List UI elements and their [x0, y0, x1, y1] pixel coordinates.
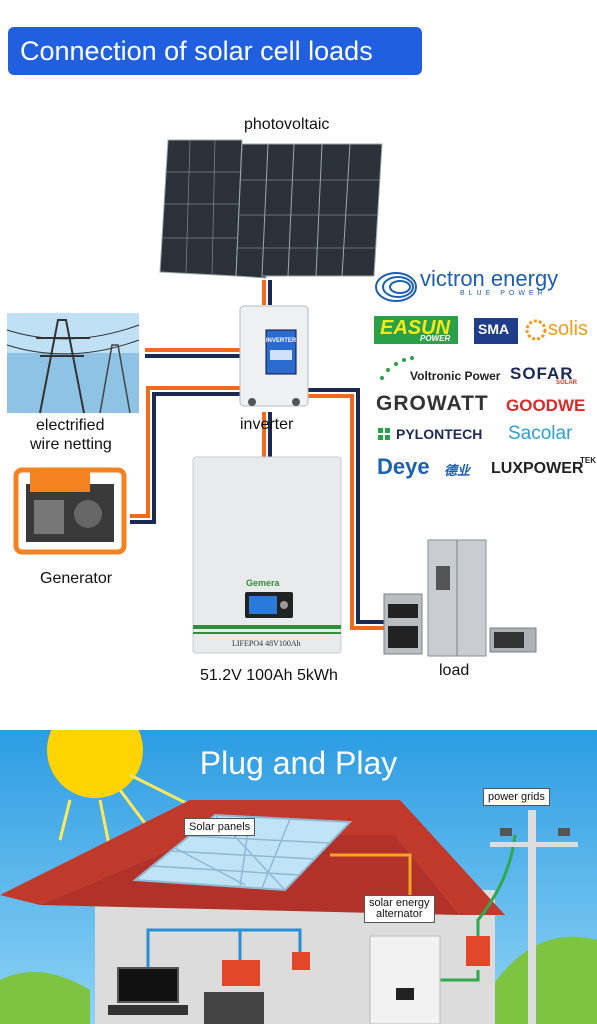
luxpower-sup-text: TEK	[580, 456, 596, 465]
generator-label: Generator	[40, 570, 113, 587]
generator-image	[13, 467, 127, 555]
deye-cn-text: 德业	[444, 463, 471, 478]
easun-logo-box	[374, 316, 458, 344]
luxpower-logo: LUXPOWER	[491, 460, 584, 477]
battery-plate-label: LIFEPO4 48V100Ah	[232, 639, 301, 648]
easun-logo: EASUN	[380, 317, 451, 339]
pylontech-logo-icon	[378, 428, 390, 440]
inverter-label: inverter	[240, 416, 294, 433]
scene-battery	[369, 935, 441, 1024]
connection-diagram	[6, 139, 547, 657]
sma-logo-box	[474, 318, 518, 344]
solis-sun-icon	[525, 319, 547, 341]
scene-computer	[222, 960, 260, 986]
load-label: load	[439, 662, 470, 679]
battery-spec-label: 51.2V 100Ah 5kWh	[200, 667, 338, 684]
power-pole	[490, 810, 578, 1024]
solis-logo: solis	[548, 318, 589, 340]
sofar-logo: SOFAR	[510, 364, 574, 383]
title-banner: Connection of solar cell loads	[8, 27, 422, 75]
grid-label-line1: electrified	[36, 417, 105, 434]
battery-unit	[192, 456, 342, 654]
battery-brand-label: Gemera	[246, 578, 280, 588]
victron-logo-icon	[375, 272, 417, 302]
voltronic-logo-icon	[380, 356, 414, 380]
wall-outlet	[292, 952, 310, 970]
appliance-group	[383, 539, 537, 657]
roof-solar-panel	[132, 813, 353, 892]
easun-sub-text: POWER	[420, 334, 451, 343]
goodwe-logo: GOODWE	[506, 396, 586, 415]
house-roof	[0, 800, 505, 915]
victron-logo: victron energy	[420, 266, 559, 291]
inverter-unit	[239, 305, 309, 407]
photovoltaic-label: photovoltaic	[244, 116, 330, 133]
alternator-line2: alternator	[376, 908, 423, 920]
victron-sub-text: BLUE POWER	[460, 290, 547, 297]
solar-panel-array	[159, 139, 383, 279]
wires	[130, 280, 384, 630]
sacolar-logo: Sacolar	[508, 423, 573, 444]
plug-and-play-scene	[0, 730, 597, 1024]
sofar-sub-text: SOLAR	[556, 380, 577, 386]
sma-logo: SMA	[478, 321, 510, 337]
pylontech-logo: PYLONTECH	[396, 426, 483, 442]
alternator-tag: solar energy alternator	[364, 895, 435, 923]
solar-panels-tag: Solar panels	[184, 818, 256, 836]
grid-label-line2: wire netting	[30, 436, 112, 453]
plug-and-play-title: Plug and Play	[199, 745, 398, 781]
meter-box	[466, 936, 490, 966]
power-grids-tag: power grids	[483, 788, 550, 806]
deye-logo: Deye	[377, 454, 430, 479]
growatt-logo: GROWATT	[376, 392, 489, 415]
scene-tv	[117, 967, 179, 1003]
inverter-box-label: INVERTER	[265, 338, 297, 344]
power-pylon-photo	[6, 313, 140, 414]
alternator-line1: solar energy	[369, 897, 430, 909]
voltronic-logo: Voltronic Power	[410, 369, 501, 383]
